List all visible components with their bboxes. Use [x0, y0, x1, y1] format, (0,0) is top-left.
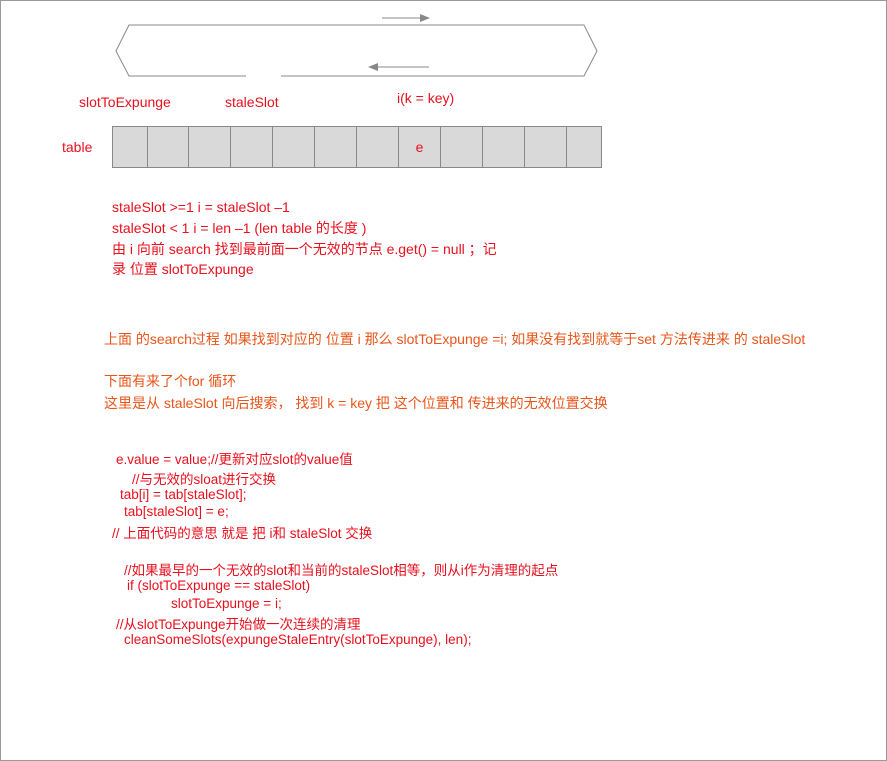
code-line: tab[staleSlot] = e;	[124, 504, 229, 519]
note-line: staleSlot < 1 i = len –1 (len table 的长度 …	[112, 220, 367, 236]
explanation-line: 上面 的search过程 如果找到对应的 位置 i 那么 slotToExpun…	[104, 331, 806, 347]
code-line: tab[i] = tab[staleSlot];	[120, 487, 247, 502]
label-stale-slot: staleSlot	[225, 94, 279, 110]
note-line: 录 位置 slotToExpunge	[112, 261, 254, 277]
table-cell-e: e	[399, 127, 441, 167]
code-line: //与无效的sloat进行交换	[132, 472, 277, 487]
table-cell	[315, 127, 357, 167]
loop-path	[115, 24, 598, 77]
table-cell	[357, 127, 399, 167]
code-line: e.value = value;//更新对应slot的value值	[116, 452, 353, 467]
table-cell	[483, 127, 525, 167]
table-cell	[148, 127, 189, 167]
table-cell	[441, 127, 483, 167]
code-line: //从slotToExpunge开始做一次连续的清理	[116, 617, 361, 632]
explanation-line: 这里是从 staleSlot 向后搜索， 找到 k = key 把 这个位置和 …	[104, 395, 608, 411]
table-array: e	[112, 126, 602, 168]
code-line: if (slotToExpunge == staleSlot)	[127, 578, 311, 593]
code-line: cleanSomeSlots(expungeStaleEntry(slotToE…	[124, 632, 472, 647]
note-line: 由 i 向前 search 找到最前面一个无效的节点 e.get() = nul…	[112, 241, 497, 257]
label-i-key: i(k = key)	[397, 90, 455, 106]
table-cell	[567, 127, 601, 167]
code-line: //如果最早的一个无效的slot和当前的staleSlot相等，则从i作为清理的…	[124, 563, 559, 578]
table-cell	[113, 127, 148, 167]
table-cell	[525, 127, 567, 167]
label-slot-to-expunge: slotToExpunge	[79, 94, 171, 110]
code-line: // 上面代码的意思 就是 把 i和 staleSlot 交换	[112, 526, 373, 541]
explanation-line: 下面有来了个for 循环	[104, 373, 237, 389]
table-cell	[273, 127, 315, 167]
note-line: staleSlot >=1 i = staleSlot –1	[112, 199, 290, 215]
table-cell	[189, 127, 231, 167]
label-table: table	[62, 139, 93, 155]
table-cell	[231, 127, 273, 167]
code-line: slotToExpunge = i;	[171, 596, 282, 611]
